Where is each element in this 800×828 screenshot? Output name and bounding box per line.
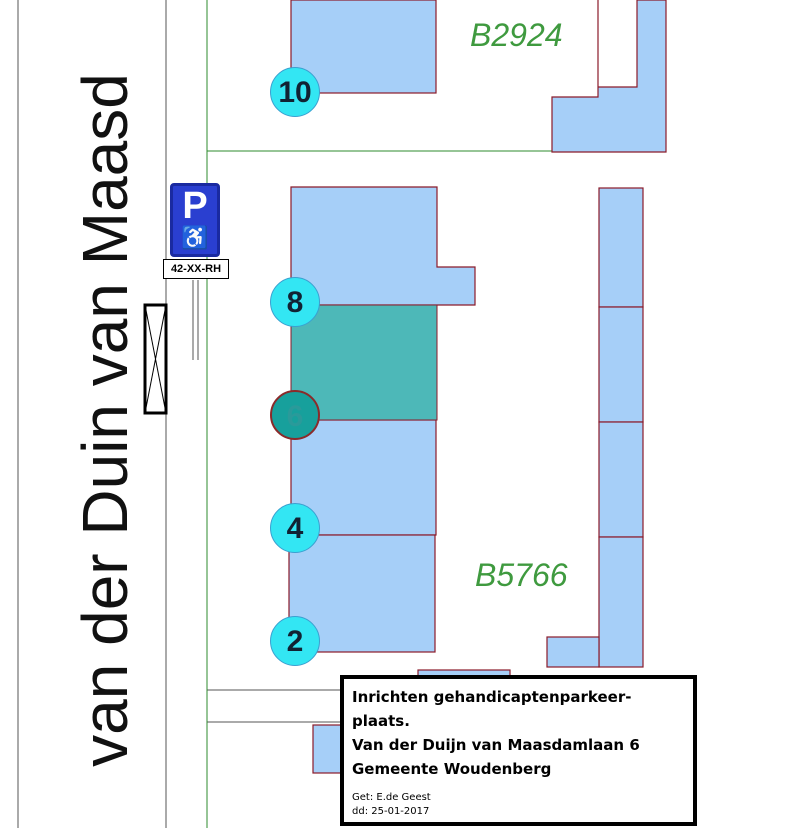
house-number: 2 — [270, 616, 320, 666]
parcel-label: B5766 — [475, 557, 568, 593]
parking-symbol: P — [182, 185, 208, 227]
house-number-selected: 6 — [270, 390, 320, 440]
info-title: Inrichten gehandicaptenparkeer- — [352, 688, 632, 706]
license-plate: 42-XX-RH — [163, 259, 229, 279]
info-box: Inrichten gehandicaptenparkeer- plaats. … — [340, 675, 697, 826]
house-number: 10 — [270, 67, 320, 117]
street-name: van der Duin van Maasd — [69, 73, 141, 767]
info-address: Van der Duijn van Maasdamlaan 6 — [352, 736, 640, 754]
disabled-parking-sign: P ♿ — [170, 183, 220, 257]
info-author: Get: E.de Geest — [352, 792, 431, 803]
parcel-label: B2924 — [470, 17, 563, 53]
wheelchair-icon: ♿ — [181, 225, 209, 250]
house-number: 8 — [270, 277, 320, 327]
house-number: 4 — [270, 503, 320, 553]
info-title: plaats. — [352, 712, 410, 730]
info-municipality: Gemeente Woudenberg — [352, 760, 552, 778]
info-date: dd: 25-01-2017 — [352, 806, 430, 817]
parking-space — [143, 303, 168, 415]
